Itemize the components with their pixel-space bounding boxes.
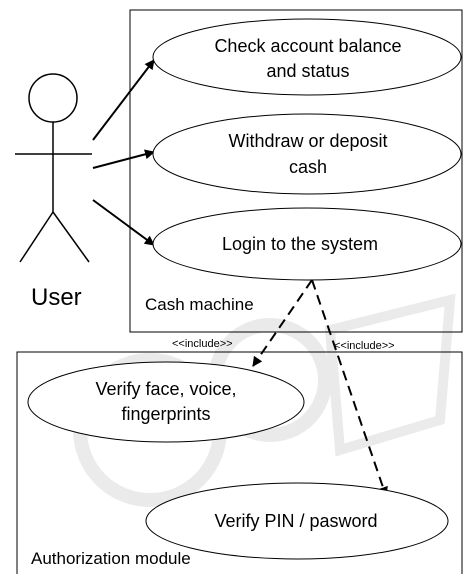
use-case-verify-pin: Verify PIN / pasword [145,482,449,560]
system-authorization-module-label: Authorization module [31,549,191,568]
include-label: <<include>> [334,340,395,352]
use-case-label: Check account balance [214,36,401,56]
use-case-ellipse [152,18,462,96]
actor-label: User [31,284,82,311]
use-case-label: and status [266,61,349,81]
actor-head [28,73,78,123]
association-line [92,59,155,141]
association-line [92,199,155,246]
use-case-withdraw-deposit: Withdraw or deposit cash [152,113,462,195]
use-case-check-balance: Check account balance and status [152,18,462,96]
use-case-ellipse [152,207,462,281]
system-cash-machine-label: Cash machine [145,295,254,314]
actor-user [15,73,92,263]
use-case-ellipse [27,361,305,443]
include-line [252,279,313,367]
system-authorization-module: Authorization module [16,351,463,574]
include-label: <<include>> [172,338,233,350]
use-case-label: fingerprints [121,404,210,424]
include-line [311,279,388,497]
actor-left-leg [19,211,54,263]
association-line [92,149,155,169]
system-authorization-module-boundary [16,351,463,574]
use-case-label: Withdraw or deposit [228,131,387,151]
system-cash-machine: Cash machine [129,9,463,333]
use-case-login: Login to the system [152,207,462,281]
system-cash-machine-boundary [129,9,463,333]
use-case-label: Verify PIN / pasword [214,511,377,531]
use-case-label: cash [289,157,327,177]
actor-right-leg [52,211,90,263]
associations [92,59,155,246]
use-case-label: Verify face, voice, [95,379,236,399]
use-case-verify-biometrics: Verify face, voice, fingerprints [27,361,305,443]
use-case-label: Login to the system [222,234,378,254]
use-case-ellipse [152,113,462,195]
use-case-ellipse [145,482,449,560]
include-relations [252,279,388,497]
